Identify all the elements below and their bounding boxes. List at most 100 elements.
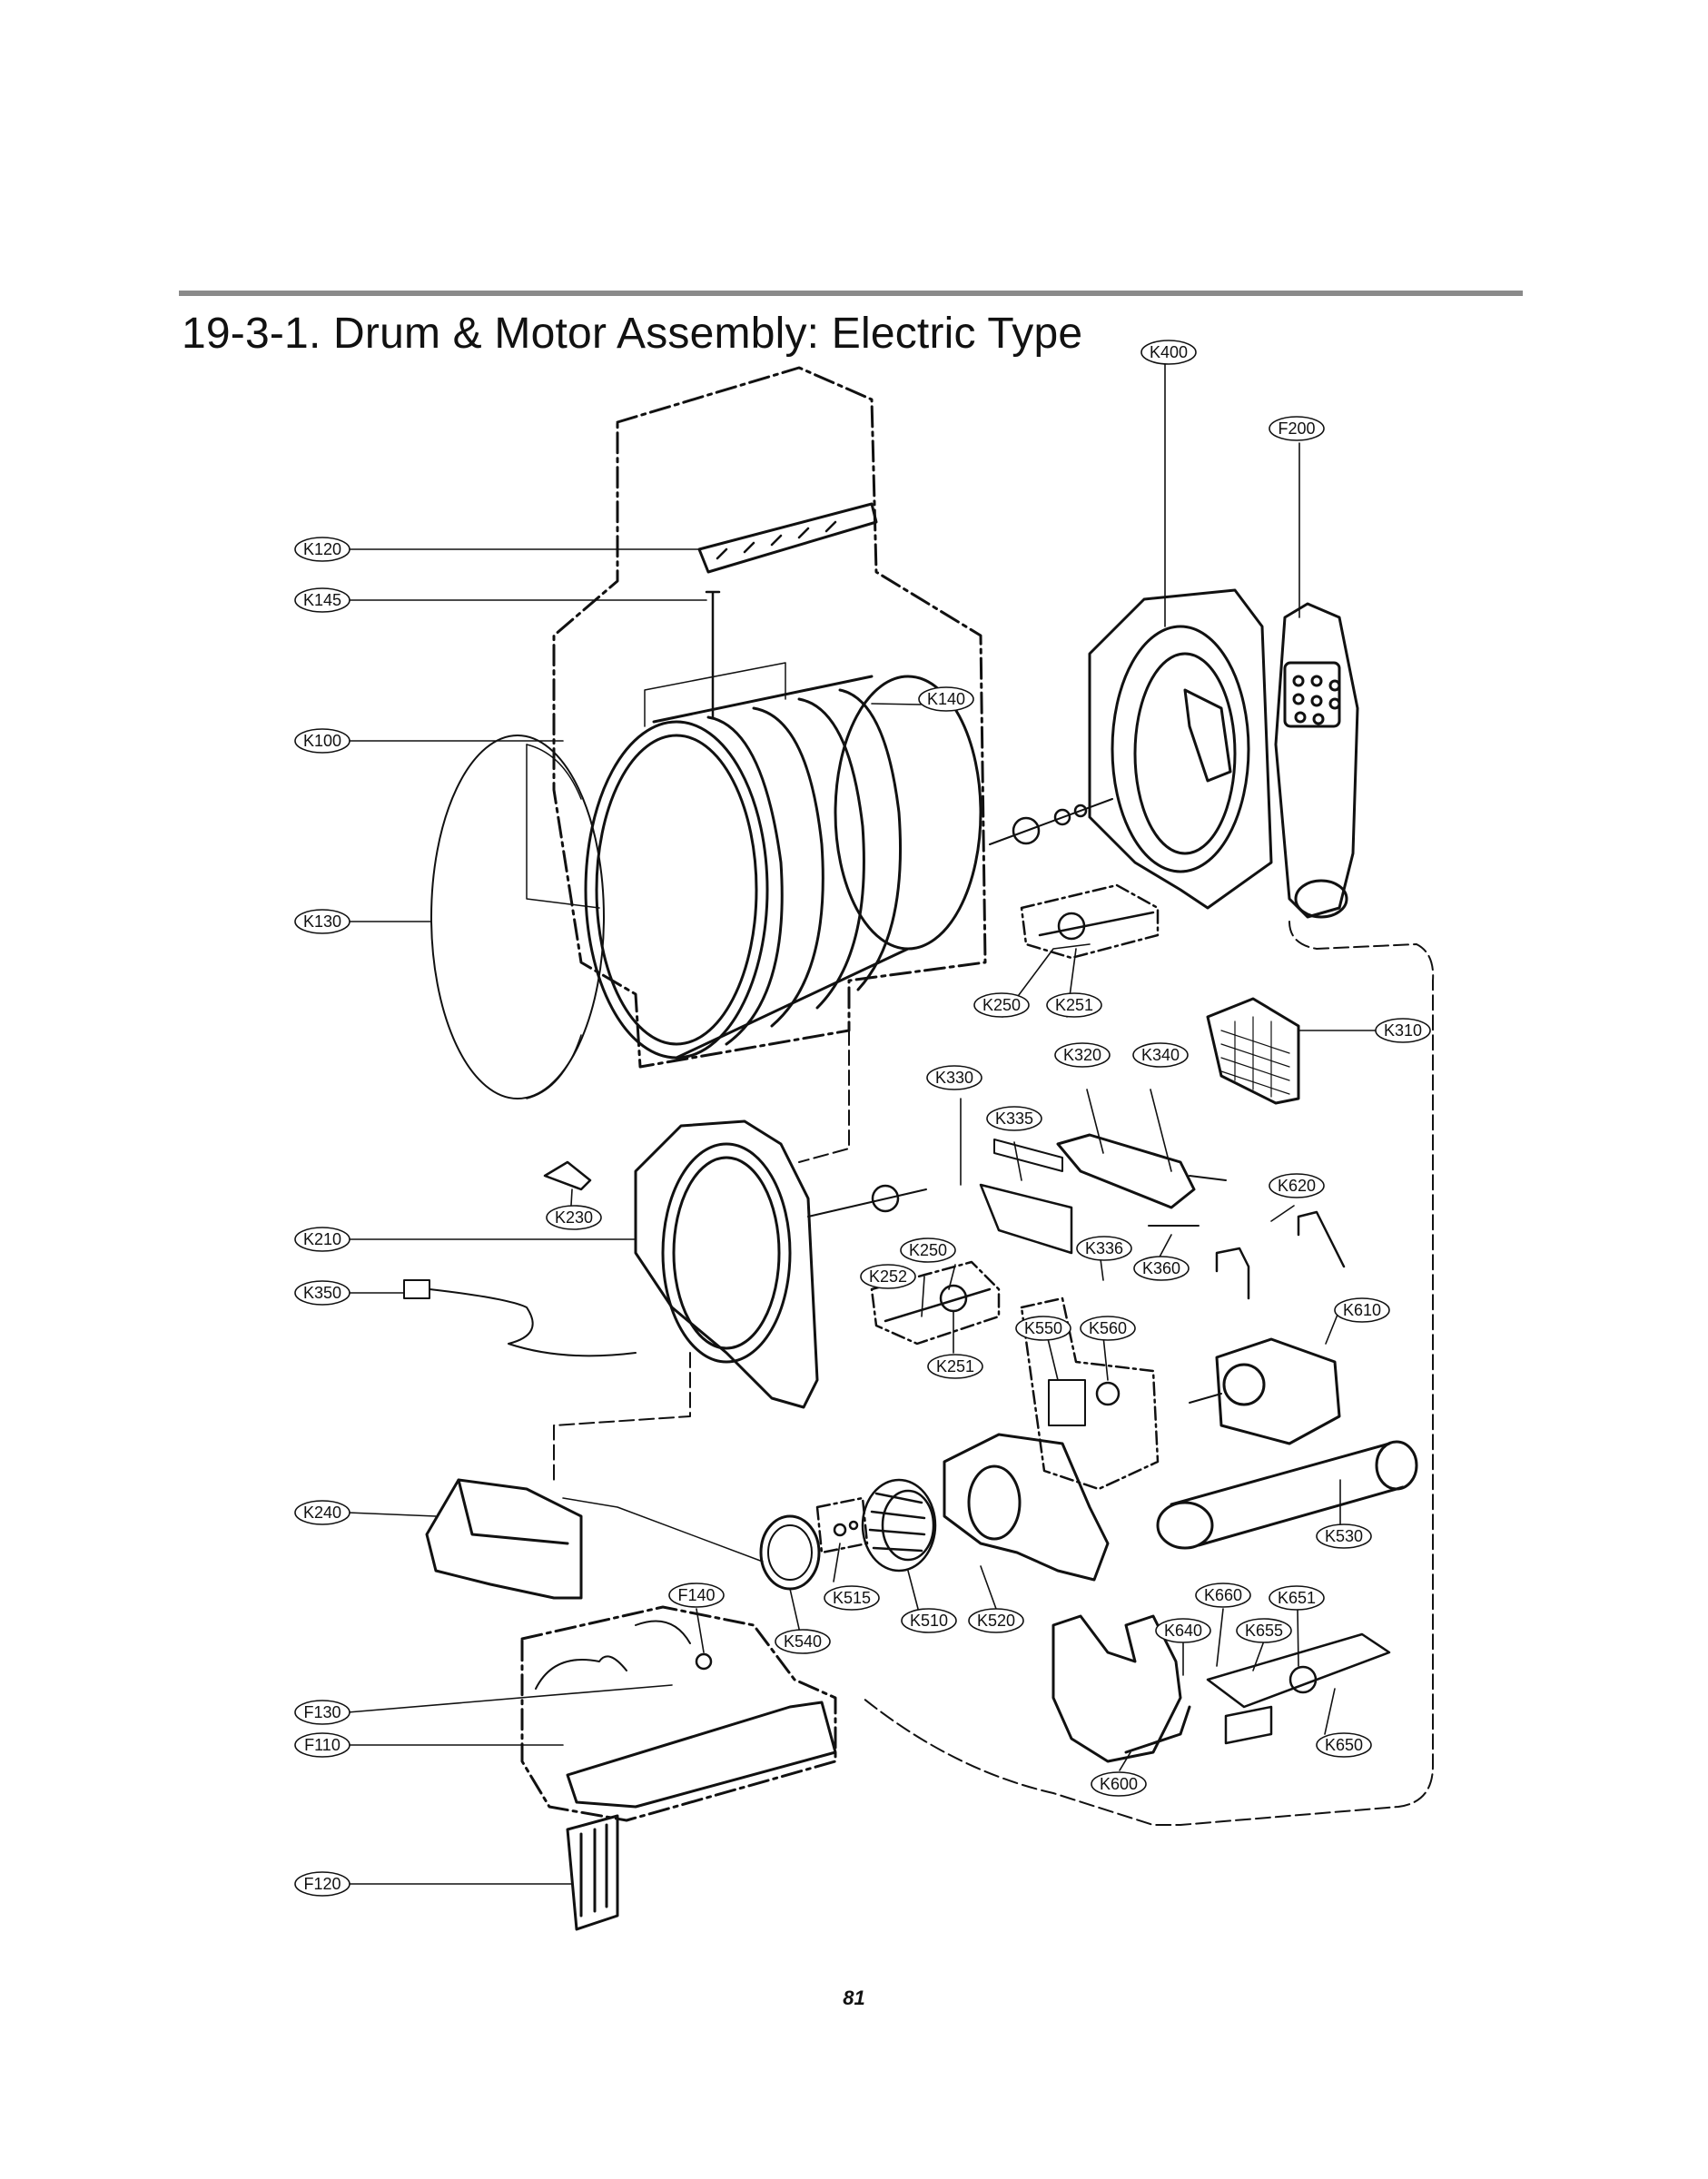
callout-f130: F130 — [294, 1700, 350, 1725]
callout-label: K600 — [1100, 1775, 1138, 1793]
callout-label: K320 — [1063, 1046, 1101, 1064]
header-rule — [179, 291, 1523, 296]
lint-housing-part — [1056, 1133, 1196, 1209]
page-number: 81 — [843, 1987, 865, 2009]
exhaust-duct-part — [1156, 1440, 1418, 1550]
blower-seal-ring — [759, 1514, 821, 1591]
callout-oval — [294, 1227, 350, 1252]
callout-k540: K540 — [775, 1629, 831, 1654]
callout-oval — [1015, 1316, 1071, 1341]
drum-group-boundary — [552, 366, 987, 1069]
callout-oval — [294, 1700, 350, 1725]
callout-oval — [546, 1205, 602, 1230]
callout-oval — [1334, 1297, 1390, 1323]
callout-k320: K320 — [1054, 1042, 1111, 1068]
callout-oval — [294, 1500, 350, 1525]
callout-k250: K250 — [973, 992, 1030, 1018]
callout-k120: K120 — [294, 537, 350, 562]
callout-f120: F120 — [294, 1871, 350, 1897]
callout-oval — [1054, 1042, 1111, 1068]
callout-k310: K310 — [1375, 1018, 1431, 1043]
callout-label: K510 — [910, 1612, 948, 1630]
callout-k140: K140 — [918, 686, 974, 712]
duct-part — [1274, 602, 1359, 919]
callout-label: K350 — [303, 1284, 341, 1302]
callout-oval — [1080, 1316, 1136, 1341]
callout-label: K550 — [1024, 1319, 1062, 1337]
motor-clamp-part — [1215, 1247, 1250, 1300]
page-title: 19-3-1. Drum & Motor Assembly: Electric … — [182, 310, 1083, 358]
callout-f110: F110 — [294, 1732, 350, 1758]
callout-k340: K340 — [1132, 1042, 1189, 1068]
callout-oval — [1140, 340, 1197, 365]
callout-label: K530 — [1325, 1527, 1363, 1545]
callout-k515: K515 — [824, 1585, 880, 1611]
callout-label: K250 — [909, 1241, 947, 1259]
callout-oval — [986, 1106, 1042, 1131]
callout-k620: K620 — [1269, 1173, 1325, 1198]
stopper-part — [979, 1183, 1073, 1255]
front-bulkhead-part — [634, 1119, 819, 1409]
callout-oval — [1269, 1173, 1325, 1198]
callout-label: K651 — [1278, 1589, 1316, 1607]
callout-oval — [860, 1264, 916, 1289]
callout-label: K610 — [1343, 1301, 1381, 1319]
callout-k560: K560 — [1080, 1316, 1136, 1341]
callout-label: K660 — [1204, 1586, 1242, 1604]
callout-k651: K651 — [1269, 1585, 1325, 1611]
callout-oval — [1375, 1018, 1431, 1043]
callout-label: F200 — [1278, 419, 1315, 438]
drum-part — [584, 675, 982, 1060]
callout-k550: K550 — [1015, 1316, 1071, 1341]
callout-oval — [900, 1237, 956, 1263]
callout-oval — [901, 1608, 957, 1633]
callout-label: K130 — [303, 912, 341, 931]
callout-k250: K250 — [900, 1237, 956, 1263]
callout-label: K240 — [303, 1504, 341, 1522]
callout-k655: K655 — [1236, 1618, 1292, 1643]
callout-k100: K100 — [294, 728, 350, 754]
lifter-part — [697, 502, 878, 574]
callout-label: K650 — [1325, 1736, 1363, 1754]
callout-label: K655 — [1245, 1622, 1283, 1640]
idler-pulley-part — [1206, 1632, 1391, 1745]
callout-k336: K336 — [1076, 1236, 1132, 1261]
callout-oval — [1046, 992, 1102, 1018]
callout-k240: K240 — [294, 1500, 350, 1525]
callout-k600: K600 — [1091, 1771, 1147, 1797]
bracket-part — [543, 1160, 592, 1191]
callout-oval — [1269, 416, 1325, 441]
callout-oval — [294, 909, 350, 934]
callout-label: K100 — [303, 732, 341, 750]
callout-k330: K330 — [926, 1065, 982, 1090]
callout-label: K250 — [982, 996, 1021, 1014]
callout-oval — [918, 686, 974, 712]
callout-label: K340 — [1141, 1046, 1180, 1064]
heater-housing-part — [566, 1701, 837, 1809]
callout-oval — [926, 1065, 982, 1090]
motor-part — [1189, 1337, 1341, 1445]
callout-k530: K530 — [1316, 1523, 1372, 1549]
callout-oval — [294, 587, 350, 613]
callout-k610: K610 — [1334, 1297, 1390, 1323]
callout-label: K520 — [977, 1612, 1015, 1630]
callout-label: K310 — [1384, 1021, 1422, 1040]
callout-label: K336 — [1085, 1239, 1123, 1257]
callout-k335: K335 — [986, 1106, 1042, 1131]
callout-label: K560 — [1089, 1319, 1127, 1337]
callout-k660: K660 — [1195, 1582, 1251, 1608]
callout-oval — [1133, 1256, 1190, 1281]
blower-housing-part — [943, 1433, 1110, 1582]
callout-oval — [294, 728, 350, 754]
bearing-kit-box-middle — [870, 1260, 1001, 1346]
callout-label: F120 — [303, 1875, 341, 1893]
callout-oval — [1269, 1585, 1325, 1611]
callout-oval — [927, 1354, 983, 1379]
callout-f140: F140 — [668, 1582, 725, 1608]
harness-part — [403, 1279, 637, 1357]
screw-part — [705, 590, 721, 719]
callout-label: K620 — [1278, 1177, 1316, 1195]
callout-k520: K520 — [968, 1608, 1024, 1633]
callout-label: K330 — [935, 1069, 973, 1087]
callout-oval — [1316, 1732, 1372, 1758]
